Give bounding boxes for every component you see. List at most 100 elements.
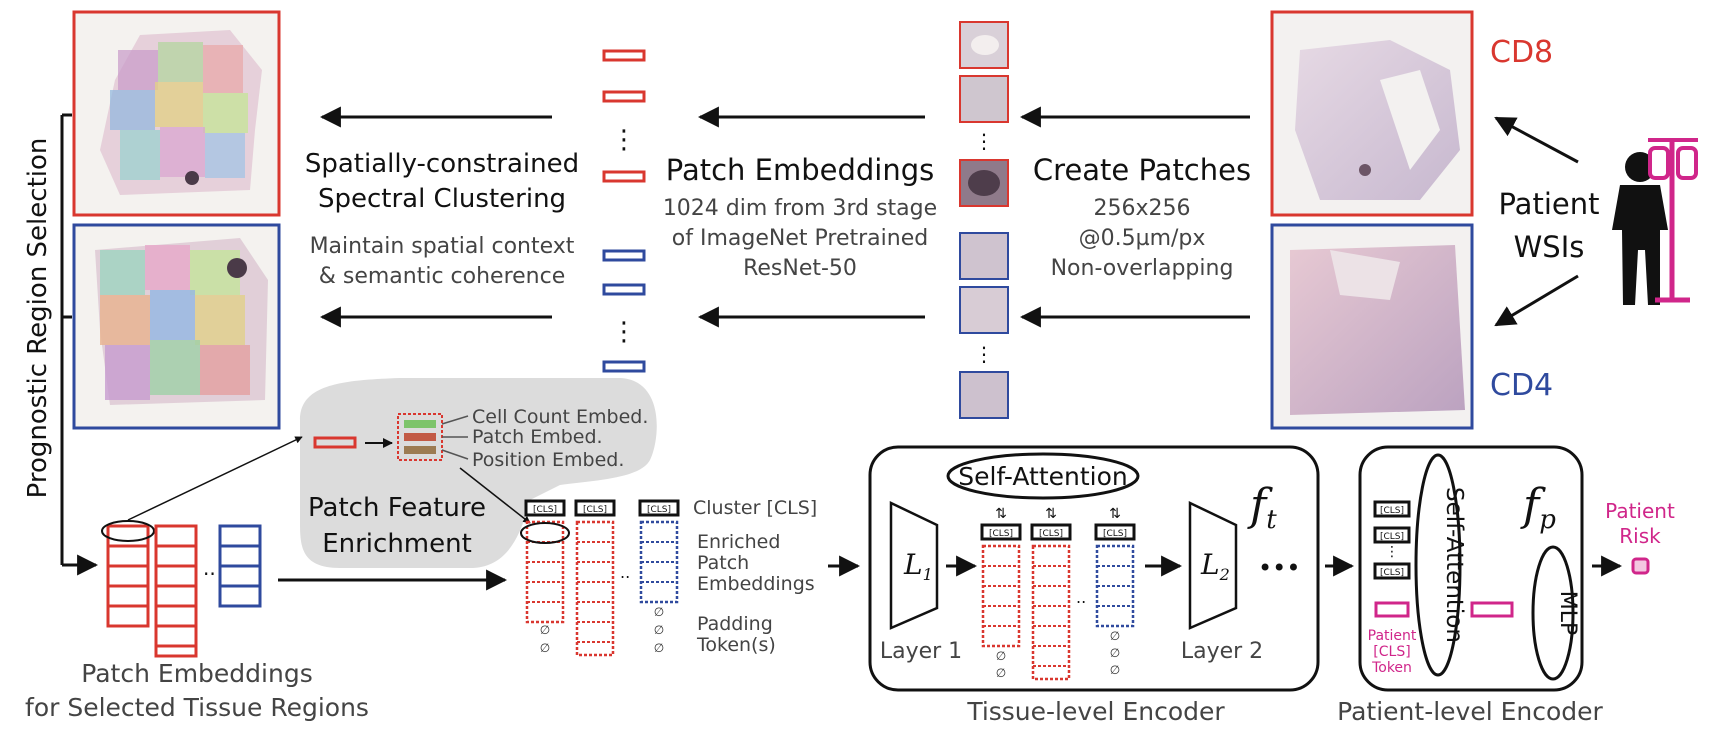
token-columns: [CLS] [CLS] [CLS] .. ∅ ∅ ∅ ∅ ∅: [520, 499, 680, 657]
layer1-trapezoid: [889, 501, 939, 630]
clustering-line2: & semantic coherence: [319, 264, 566, 289]
cls-token-9: [CLS]: [1380, 568, 1404, 578]
patch-embeddings-line3: ResNet-50: [743, 256, 857, 281]
enrichment-title-2: Enrichment: [322, 529, 472, 559]
enriched-embedding-icon: [397, 413, 443, 461]
padding-label-1: Padding: [697, 613, 773, 635]
enrichment-background: [300, 378, 657, 568]
create-patches-line1: 256x256: [1093, 196, 1190, 221]
selected-stack-3: [218, 524, 262, 608]
patch-embedding-stack-cd4: ⋮: [602, 249, 646, 373]
cls-token-8: [CLS]: [1380, 532, 1404, 542]
cls-token-6: [CLS]: [1103, 529, 1127, 539]
clustering-title-2: Spectral Clustering: [318, 184, 566, 214]
token-hdots: ..: [620, 563, 630, 582]
patient-encoder-caption: Patient-level Encoder: [1337, 697, 1603, 726]
wsi-cd4: [1270, 223, 1474, 430]
patient-cls-stack: [CLS] [CLS] [CLS] ⋮: [1373, 500, 1411, 618]
prognostic-region-label: Prognostic Region Selection: [23, 138, 53, 499]
enriched-label-3: Embeddings: [697, 573, 815, 595]
tissue-self-attention-ellipse: [946, 452, 1140, 500]
create-patches-title: Create Patches: [1033, 153, 1251, 187]
tissue-f-symbol: ft: [1247, 480, 1277, 535]
attn-arrows-2: ⇅: [1045, 506, 1057, 522]
pad-token: ∅: [1110, 629, 1120, 643]
patient-token-label-3: Token: [1371, 660, 1412, 676]
enriched-label-2: Patch: [697, 552, 749, 574]
vdots-cd8: ⋮: [611, 125, 637, 155]
tissue-encoder-box: [868, 445, 1320, 692]
pad-token: ∅: [996, 649, 1006, 663]
wsi-cd8: [1270, 10, 1474, 217]
pad-token: ∅: [1110, 646, 1120, 660]
pad-token: ∅: [654, 641, 664, 655]
pad-token: ∅: [654, 623, 664, 637]
selection-bracket: [60, 113, 99, 576]
create-patches-line3: Non-overlapping: [1051, 256, 1234, 281]
patch-embeddings-line2: of ImageNet Pretrained: [672, 226, 928, 251]
vdots-cd4: ⋮: [611, 317, 637, 347]
tissue-self-attention: Self-Attention: [958, 462, 1127, 491]
clustered-wsi-cd4: [72, 223, 281, 430]
layer2-trapezoid: [1188, 501, 1238, 630]
arrow-enrich-to-tokens: [459, 467, 531, 524]
cls-token-7: [CLS]: [1380, 506, 1404, 516]
mlp-ellipse: [1531, 545, 1575, 681]
patient-risk-label-2: Risk: [1619, 524, 1661, 548]
cls-token-3: [CLS]: [647, 505, 671, 515]
padding-label-2: Token(s): [696, 634, 776, 656]
patient-cls-output: [1470, 601, 1514, 618]
selected-caption-1: Patch Embeddings: [81, 659, 312, 688]
patient-wsis-line2: WSIs: [1514, 230, 1585, 264]
patient-self-attention: Self-Attention: [1441, 487, 1467, 643]
cell-count-embed-label: Cell Count Embed.: [472, 406, 648, 428]
selected-caption-2: for Selected Tissue Regions: [25, 693, 369, 722]
patient-risk-label-1: Patient: [1605, 499, 1675, 523]
patient-risk-node: [1631, 557, 1650, 575]
patch-embeddings-line1: 1024 dim from 3rd stage: [663, 196, 937, 221]
cd4-label: CD4: [1490, 368, 1553, 403]
pad-token: ∅: [540, 623, 550, 637]
clustering-line1: Maintain spatial context: [310, 234, 575, 259]
layer2-label: Layer 2: [1181, 639, 1263, 664]
mlp-label: MLP: [1555, 591, 1580, 636]
selected-stack-2: [154, 524, 198, 658]
attn-arrows-1: ⇅: [995, 506, 1007, 522]
position-embed-label: Position Embed.: [472, 449, 624, 471]
tissue-encoder-ellipsis: •••: [1258, 554, 1300, 582]
layer1-symbol: L1: [903, 548, 933, 584]
clustered-wsi-cd8: [72, 10, 281, 217]
arrow-patient-cd8: [1494, 116, 1579, 164]
pad-token: ∅: [996, 666, 1006, 680]
tissue-encoder-caption: Tissue-level Encoder: [966, 697, 1225, 726]
clustering-title-1: Spatially-constrained: [305, 149, 579, 179]
tissue-token-hdots: ..: [1076, 588, 1086, 607]
patient-self-attention-ellipse: [1414, 453, 1462, 677]
patient-icon: [1612, 138, 1698, 305]
layer2-symbol: L2: [1200, 548, 1230, 584]
patient-token-label-1: Patient: [1368, 628, 1417, 644]
arrow-patient-cd4: [1494, 274, 1579, 327]
patient-token-label-2: [CLS]: [1373, 644, 1410, 660]
patient-encoder-box: [1358, 445, 1584, 692]
patch-tiles-cd8: ⋮: [959, 21, 1009, 207]
selected-hdots: ..: [203, 556, 216, 580]
layer1-label: Layer 1: [880, 639, 962, 664]
patch-embed-label: Patch Embed.: [472, 426, 603, 448]
cls-token-2: [CLS]: [583, 505, 607, 515]
cluster-cls-label: Cluster [CLS]: [693, 497, 817, 519]
enrichment-title-1: Patch Feature: [308, 493, 486, 523]
selected-stack-1: [101, 520, 155, 628]
patch-embeddings-title: Patch Embeddings: [666, 153, 934, 187]
pad-token: ∅: [540, 641, 550, 655]
patch-tiles-cd4: ⋮: [959, 232, 1009, 419]
tile-vdots-cd8: ⋮: [974, 129, 994, 153]
cls-token-1: [CLS]: [533, 505, 557, 515]
pad-token: ∅: [1110, 663, 1120, 677]
patient-vdots: ⋮: [1385, 544, 1399, 560]
pad-token: ∅: [654, 605, 664, 619]
patch-embedding-stack-cd8: ⋮: [602, 49, 646, 183]
tissue-token-columns: [CLS] [CLS] [CLS] ⇅ ⇅ ⇅ .. ∅ ∅ ∅ ∅ ∅: [980, 506, 1136, 681]
tile-vdots-cd4: ⋮: [974, 342, 994, 366]
